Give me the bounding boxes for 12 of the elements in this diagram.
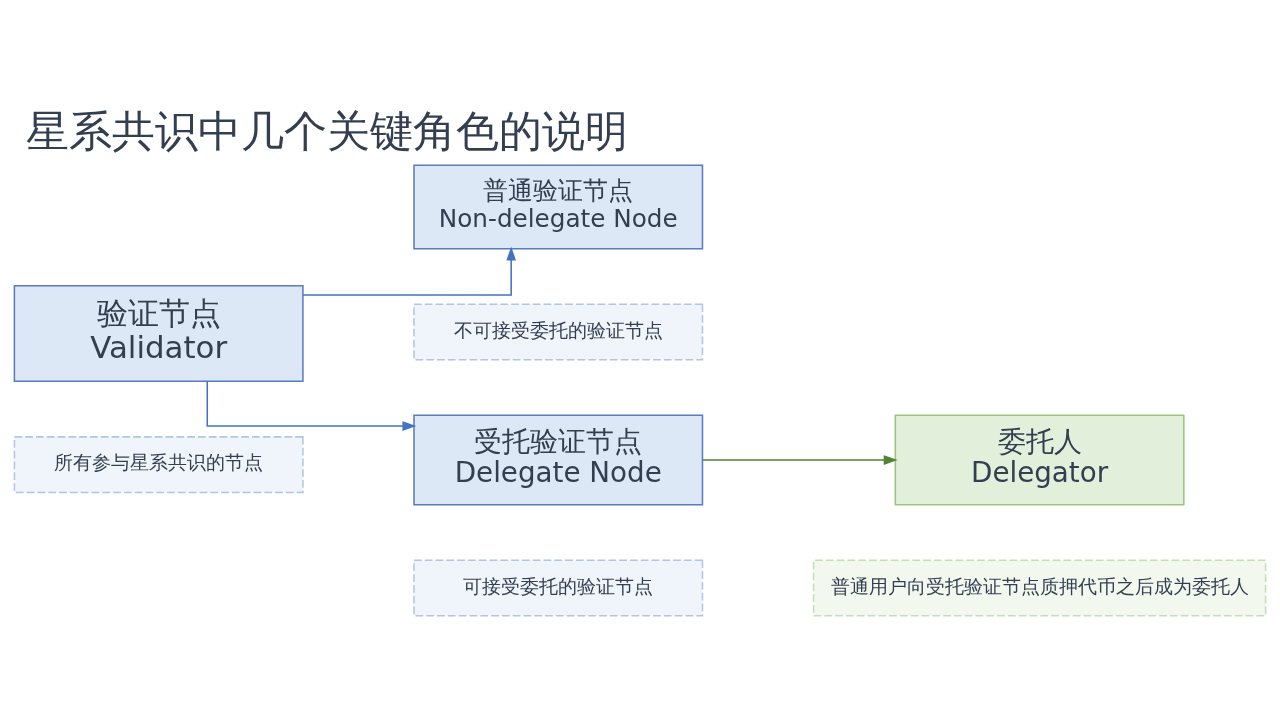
arrow <box>206 380 417 431</box>
node-box: 普通用户向受托验证节点质押代币之后成为委托人 <box>812 559 1267 617</box>
arrow <box>701 454 898 465</box>
node-box: 所有参与星系共识的节点 <box>13 435 304 493</box>
diagram-title: 星系共识中几个关键角色的说明 <box>25 105 628 156</box>
node-box: 验证节点 Validator <box>13 284 304 382</box>
arrow <box>302 246 517 296</box>
node-box: 可接受委托的验证节点 <box>413 559 704 617</box>
node-box: 委托人 Delegator <box>894 414 1185 505</box>
node-box: 不可接受委托的验证节点 <box>413 302 704 360</box>
node-box: 普通验证节点 Non-delegate Node <box>413 164 704 249</box>
node-box: 受托验证节点 Delegate Node <box>413 414 704 505</box>
